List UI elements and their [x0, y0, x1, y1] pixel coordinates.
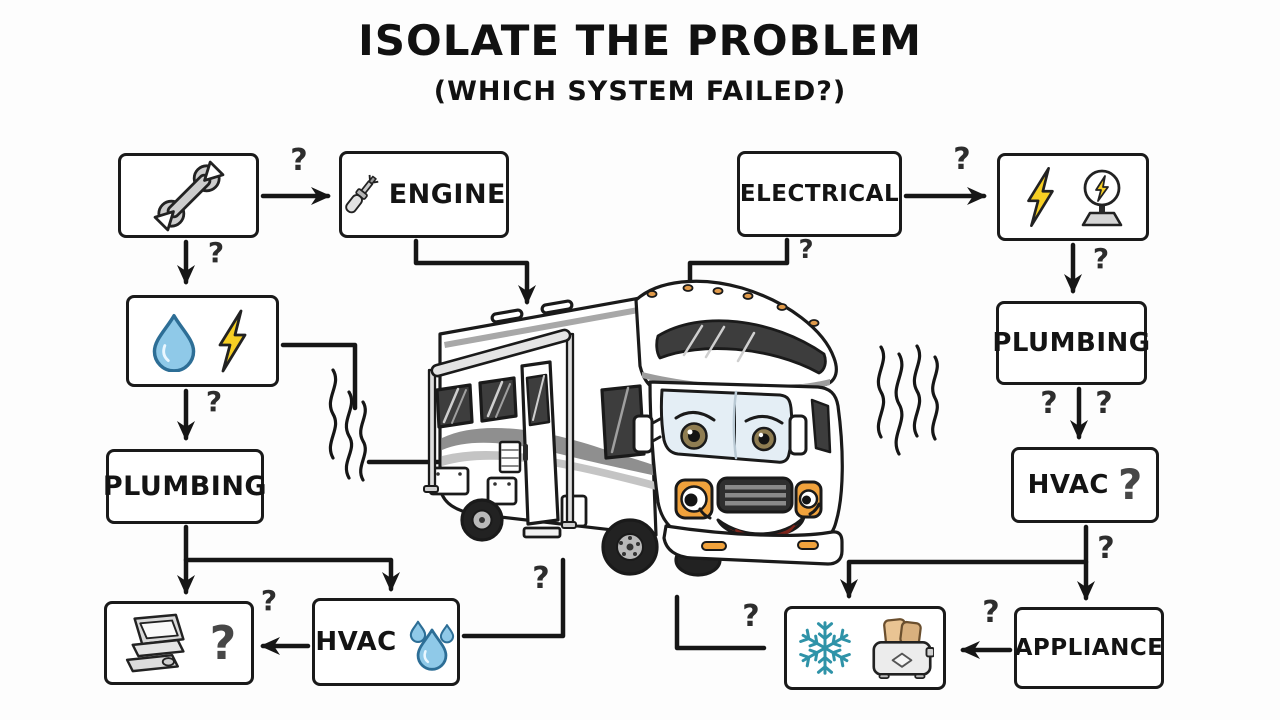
line-electrical-to-rv [687, 237, 790, 290]
node-hvac-left-label: HVAC [315, 627, 397, 657]
rv-side-window [435, 383, 474, 429]
node-appliance-label: APPLIANCE [1014, 635, 1164, 661]
node-power-source [997, 153, 1149, 241]
question-mark: ? [207, 236, 225, 269]
node-plumbing-right-label: PLUMBING [992, 328, 1151, 358]
rv-eye-left [680, 422, 708, 450]
question-mark: ? [953, 142, 971, 177]
node-plumbing-right: PLUMBING [992, 301, 1150, 385]
water-drop-icon [152, 313, 195, 372]
rv-face [632, 380, 844, 547]
question-mark: ? [260, 584, 278, 617]
rv-foglamp-right [794, 480, 823, 519]
lightning-icon [1027, 166, 1054, 228]
node-diagnostics: ? [104, 601, 254, 685]
page-subtitle: (WHICH SYSTEM FAILED?) [433, 76, 847, 107]
question-mark: ? [742, 599, 760, 634]
question-mark: ? [532, 561, 550, 596]
node-diagnostics-question: ? [209, 616, 237, 670]
wrench-icon [153, 160, 224, 231]
rv-stripe-dark [442, 427, 656, 476]
rv-side-window [478, 376, 518, 423]
lightning-icon [218, 309, 246, 373]
question-mark: ? [1092, 242, 1110, 275]
toaster-icon [872, 618, 934, 679]
rv-mirror-left [632, 414, 662, 454]
water-drops-icon [409, 620, 454, 671]
node-electrical: ELECTRICAL [737, 151, 902, 237]
rv-marker-light [776, 303, 788, 311]
question-mark: ? [1040, 386, 1058, 421]
question-mark: ? [1097, 531, 1115, 566]
steam-squiggles-right [876, 344, 939, 456]
rv-roof-rail [540, 299, 574, 315]
page-title: ISOLATE THE PROBLEM [358, 16, 922, 65]
node-engine: ENGINE [339, 151, 509, 238]
node-electrical-label: ELECTRICAL [739, 181, 900, 207]
rv-marker-light [682, 284, 694, 292]
screwdriver-icon [345, 174, 379, 213]
line-rv-to-cold [674, 594, 767, 651]
line-hvacleft-right [461, 557, 566, 639]
rv-eyebrow-left [674, 411, 716, 422]
question-mark: ? [205, 385, 223, 418]
rv-marker-light [646, 290, 658, 298]
rv-marker-light [808, 319, 820, 327]
rv-awning [423, 328, 577, 529]
rv-cabover-window [655, 319, 827, 375]
line-waterelectric-right [280, 342, 358, 411]
question-mark: ? [798, 235, 814, 265]
rv-entry-door [520, 360, 560, 526]
snowflake-icon [799, 621, 851, 675]
question-mark: ? [1095, 386, 1113, 421]
node-water-electric [126, 295, 279, 387]
rv-wheel-front [601, 518, 659, 576]
rv-eye-right [751, 426, 777, 452]
arrow-hvacright-to-cold [840, 559, 1089, 599]
node-hvac-right-question: ? [1117, 460, 1143, 509]
rv-mirror-right [788, 414, 808, 456]
rv-marker-light [712, 287, 724, 295]
node-cold-appliance [784, 606, 946, 690]
rv-windshield [659, 388, 794, 464]
arrow-plumbingleft-to-hvac [183, 557, 400, 592]
laptop-icon [125, 613, 185, 673]
node-plumbing-left: PLUMBING [102, 449, 268, 524]
arrow-engine-to-rv [413, 238, 536, 305]
rv-foglamp-left [674, 478, 714, 520]
rv-bumper [662, 524, 844, 566]
question-mark: ? [290, 143, 308, 178]
rv-grille [716, 476, 794, 514]
plasma-globe-icon [1081, 169, 1123, 227]
node-hvac-right: HVAC ? [1011, 447, 1159, 523]
rv-roof-rail [490, 308, 524, 324]
question-mark: ? [982, 595, 1000, 630]
steam-squiggles-left [328, 368, 367, 482]
node-plumbing-left-label: PLUMBING [102, 471, 268, 502]
node-hvac-left: HVAC [312, 598, 460, 686]
rv-marker-light [742, 292, 754, 300]
node-tools [118, 153, 259, 238]
node-hvac-right-label: HVAC [1027, 470, 1109, 500]
rv-eyebrow-right [744, 415, 784, 425]
node-engine-label: ENGINE [388, 179, 506, 210]
node-appliance: APPLIANCE [1014, 607, 1164, 689]
rv-door-step [522, 526, 562, 539]
rv-cartoon [423, 279, 844, 577]
rv-roof-accent [444, 307, 639, 348]
rv-storage-hatch [486, 476, 518, 506]
rv-cab-over [634, 279, 838, 394]
rv-wheel-rear [460, 498, 504, 542]
